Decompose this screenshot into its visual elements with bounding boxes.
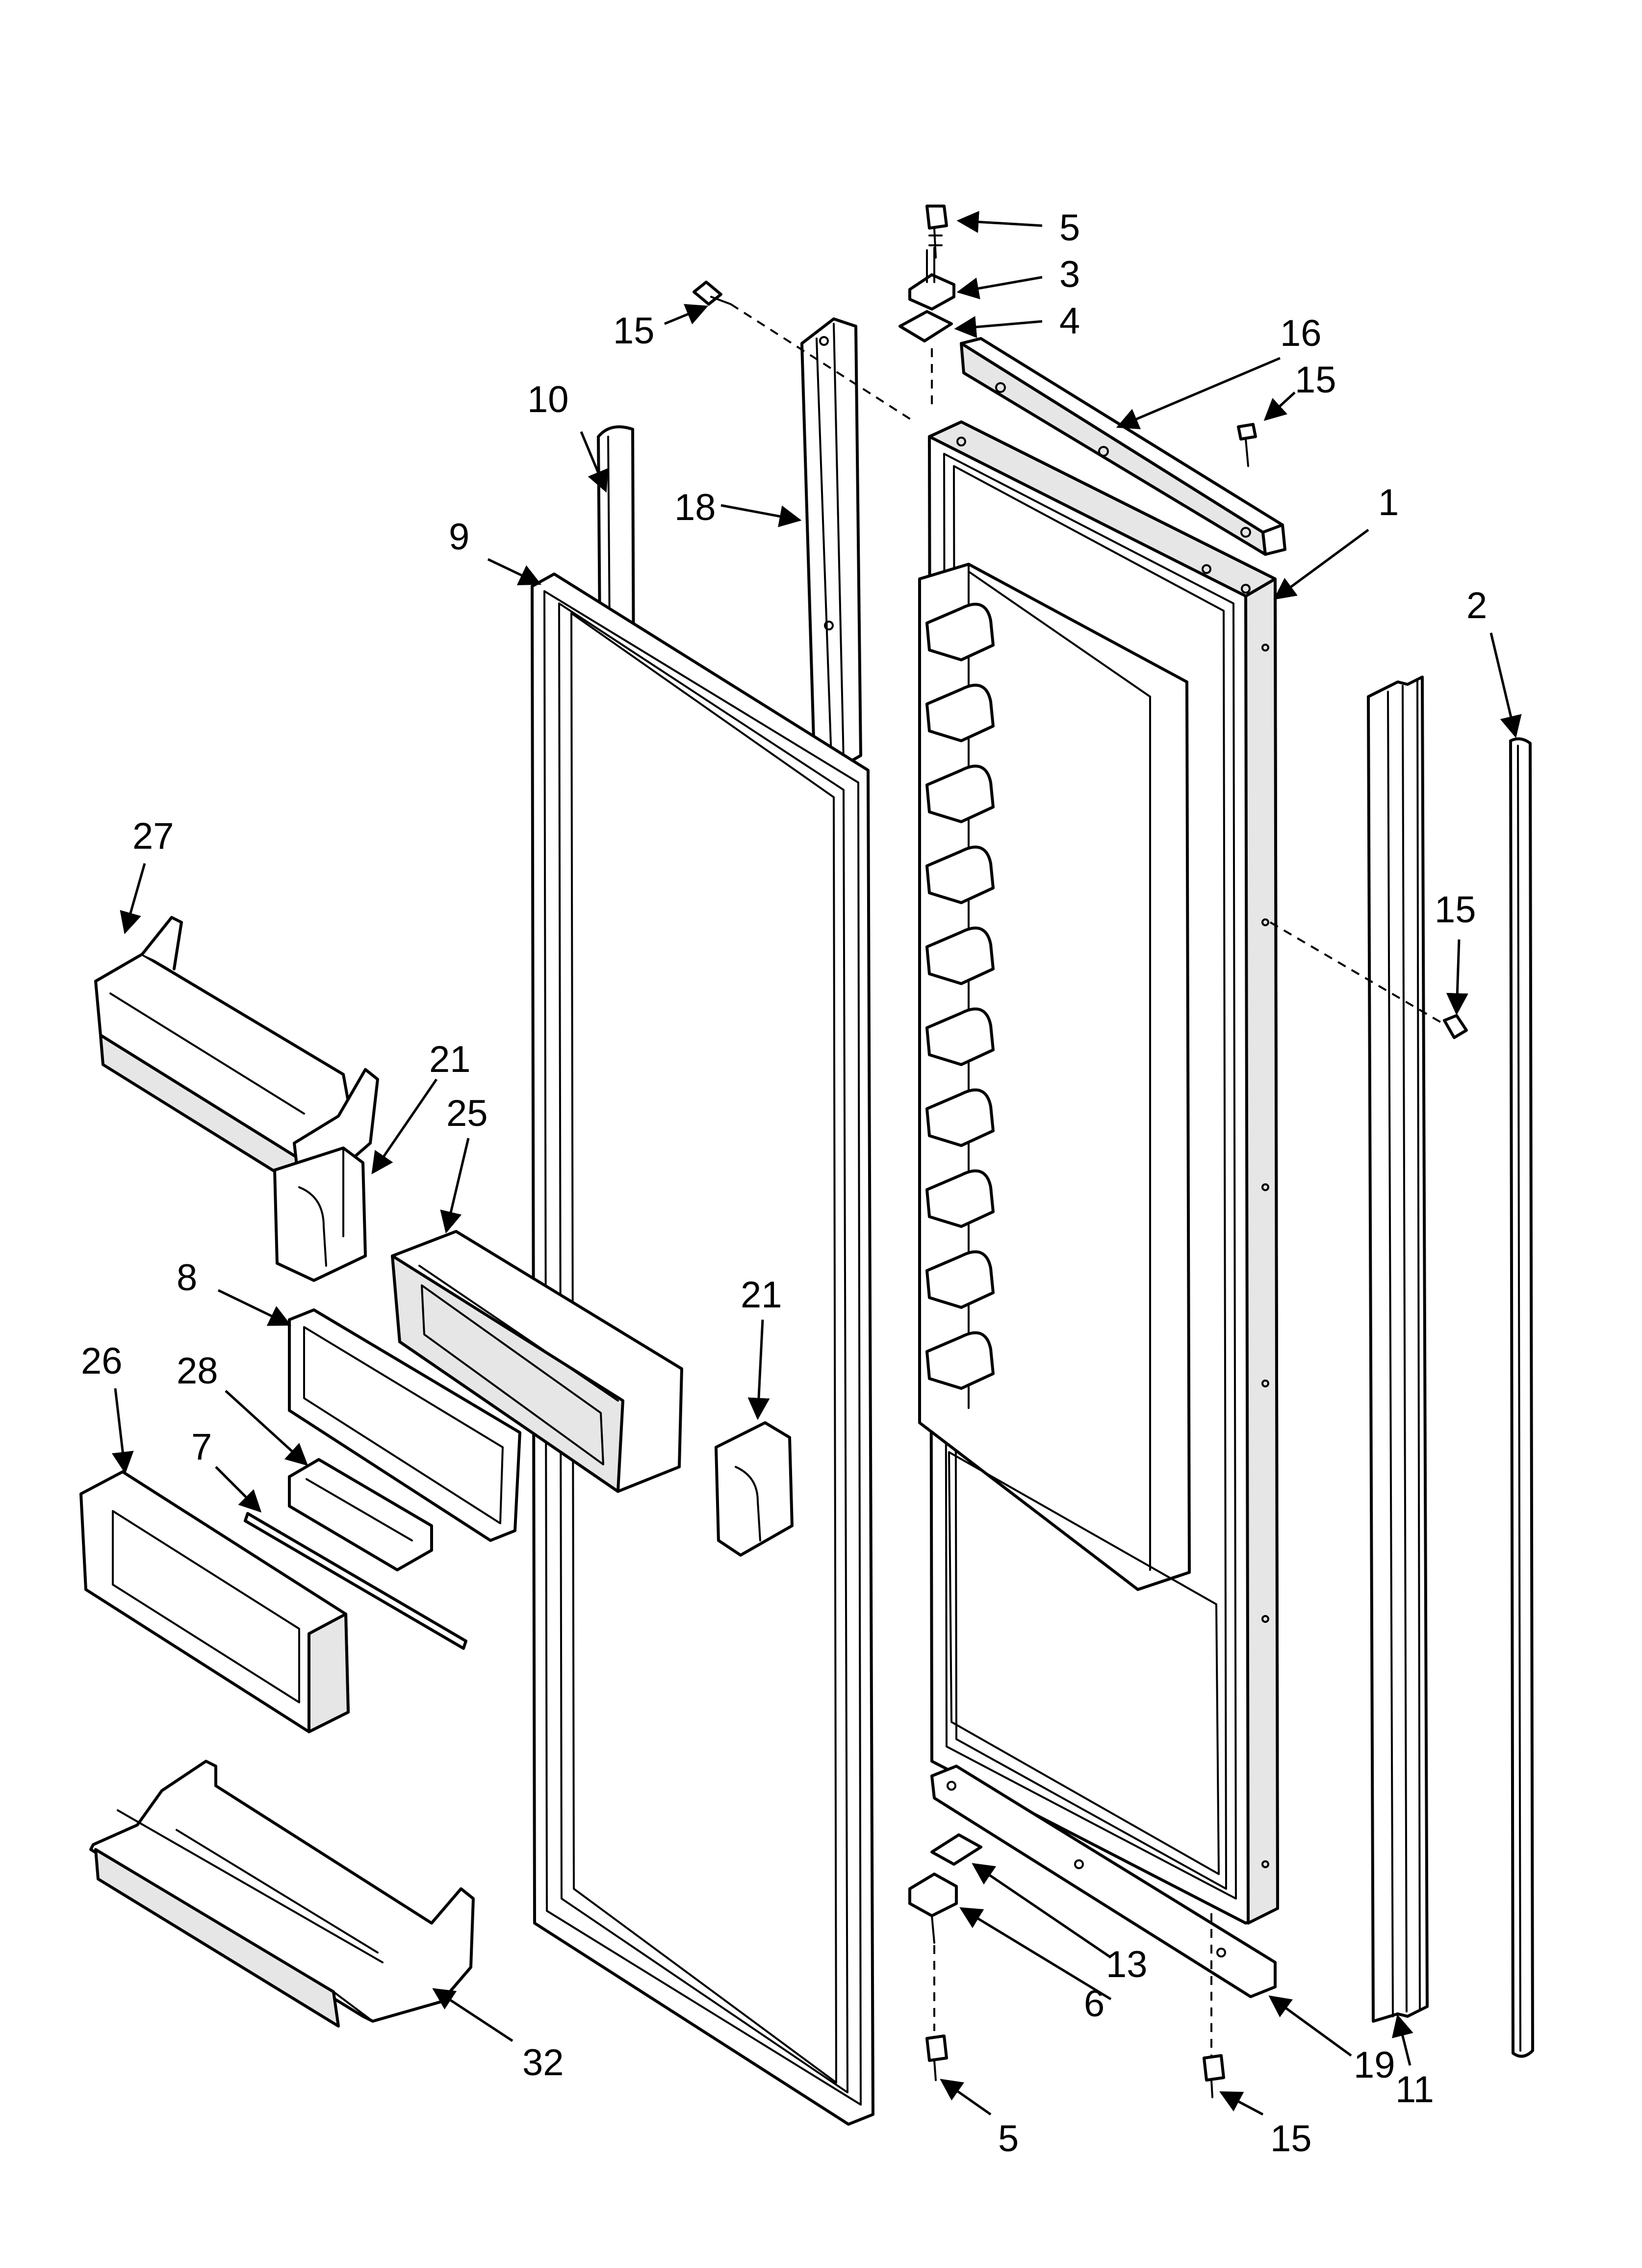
callout-15-top-left: 15 bbox=[613, 310, 655, 352]
part-11-handle-trim bbox=[1367, 676, 1429, 2023]
callout-28: 28 bbox=[177, 1350, 218, 1392]
part-3-hinge-pin bbox=[908, 247, 955, 311]
shelf-retainer-rib bbox=[925, 926, 995, 985]
part-9-gasket bbox=[531, 573, 874, 2126]
shelf-retainer-rib bbox=[925, 1088, 995, 1147]
callout-27: 27 bbox=[132, 815, 174, 857]
callout-11: 11 bbox=[1395, 2069, 1434, 2111]
shelf-retainer-rib bbox=[925, 1169, 995, 1228]
shelf-retainer-rib bbox=[925, 764, 995, 823]
shelf-retainer-rib bbox=[925, 683, 995, 742]
callout-labels: 5 3 4 16 15 15 10 18 9 1 2 27 15 21 25 8… bbox=[81, 207, 1487, 2160]
part-2-trim-strip bbox=[1509, 737, 1534, 2058]
callout-32: 32 bbox=[522, 2042, 564, 2084]
part-18-channel-strip bbox=[800, 317, 862, 767]
callout-25: 25 bbox=[446, 1093, 488, 1134]
callout-21-right: 21 bbox=[741, 1274, 782, 1316]
part-8-dairy-frame bbox=[288, 1308, 521, 1542]
callout-10: 10 bbox=[527, 379, 569, 420]
part-15-screw-bottom bbox=[1203, 1913, 1225, 2098]
callout-7: 7 bbox=[191, 1426, 212, 1468]
part-15-screw-right-top bbox=[1237, 423, 1257, 467]
part-16-top-bracket bbox=[960, 337, 1286, 556]
part-15-screw-left-top bbox=[693, 281, 916, 423]
callout-8: 8 bbox=[177, 1257, 197, 1299]
shelf-retainer-rib bbox=[925, 1250, 995, 1309]
shelf-retainer-rib bbox=[925, 1331, 995, 1390]
callout-26: 26 bbox=[81, 1340, 123, 1382]
part-13-hinge-shim bbox=[930, 1833, 982, 1866]
callout-5-bottom: 5 bbox=[998, 2118, 1019, 2160]
callout-15-top-right: 15 bbox=[1295, 359, 1336, 401]
callout-21-left: 21 bbox=[429, 1039, 471, 1080]
callout-15-side: 15 bbox=[1435, 889, 1476, 931]
callout-9: 9 bbox=[449, 516, 469, 558]
shelf-retainer-rib bbox=[925, 1007, 995, 1066]
part-19-bottom-bracket bbox=[930, 1765, 1277, 1998]
shelf-retainer-rib bbox=[925, 602, 995, 661]
callout-5-top: 5 bbox=[1059, 207, 1080, 249]
callout-19: 19 bbox=[1354, 2044, 1395, 2086]
part-4-hinge-shim bbox=[898, 310, 953, 407]
part-7-rod bbox=[244, 1512, 467, 1650]
callout-4: 4 bbox=[1059, 300, 1080, 342]
callout-18: 18 bbox=[674, 487, 716, 528]
callout-13: 13 bbox=[1106, 1944, 1148, 1985]
part-6-hinge bbox=[908, 1873, 958, 1944]
part-15-screw-side bbox=[1269, 921, 1468, 1039]
part-5-screw-top bbox=[925, 205, 948, 259]
leader-lines bbox=[111, 210, 1522, 2116]
part-32-lower-bin bbox=[89, 1760, 475, 2028]
callout-16: 16 bbox=[1280, 313, 1322, 354]
part-1-door-panel bbox=[918, 420, 1279, 1925]
callout-1: 1 bbox=[1378, 482, 1399, 523]
part-21-bracket-left bbox=[273, 1147, 367, 1282]
callout-2: 2 bbox=[1466, 585, 1487, 626]
callout-15-bottom: 15 bbox=[1270, 2118, 1312, 2160]
shelf-retainer-rib bbox=[925, 845, 995, 904]
callout-3: 3 bbox=[1059, 254, 1080, 295]
callout-6: 6 bbox=[1084, 1983, 1104, 2025]
part-5-screw-bottom bbox=[925, 1945, 948, 2081]
part-25-dairy-compartment bbox=[391, 1230, 683, 1493]
part-21-bracket-right bbox=[715, 1421, 794, 1557]
part-28-egg-tray bbox=[288, 1458, 433, 1571]
